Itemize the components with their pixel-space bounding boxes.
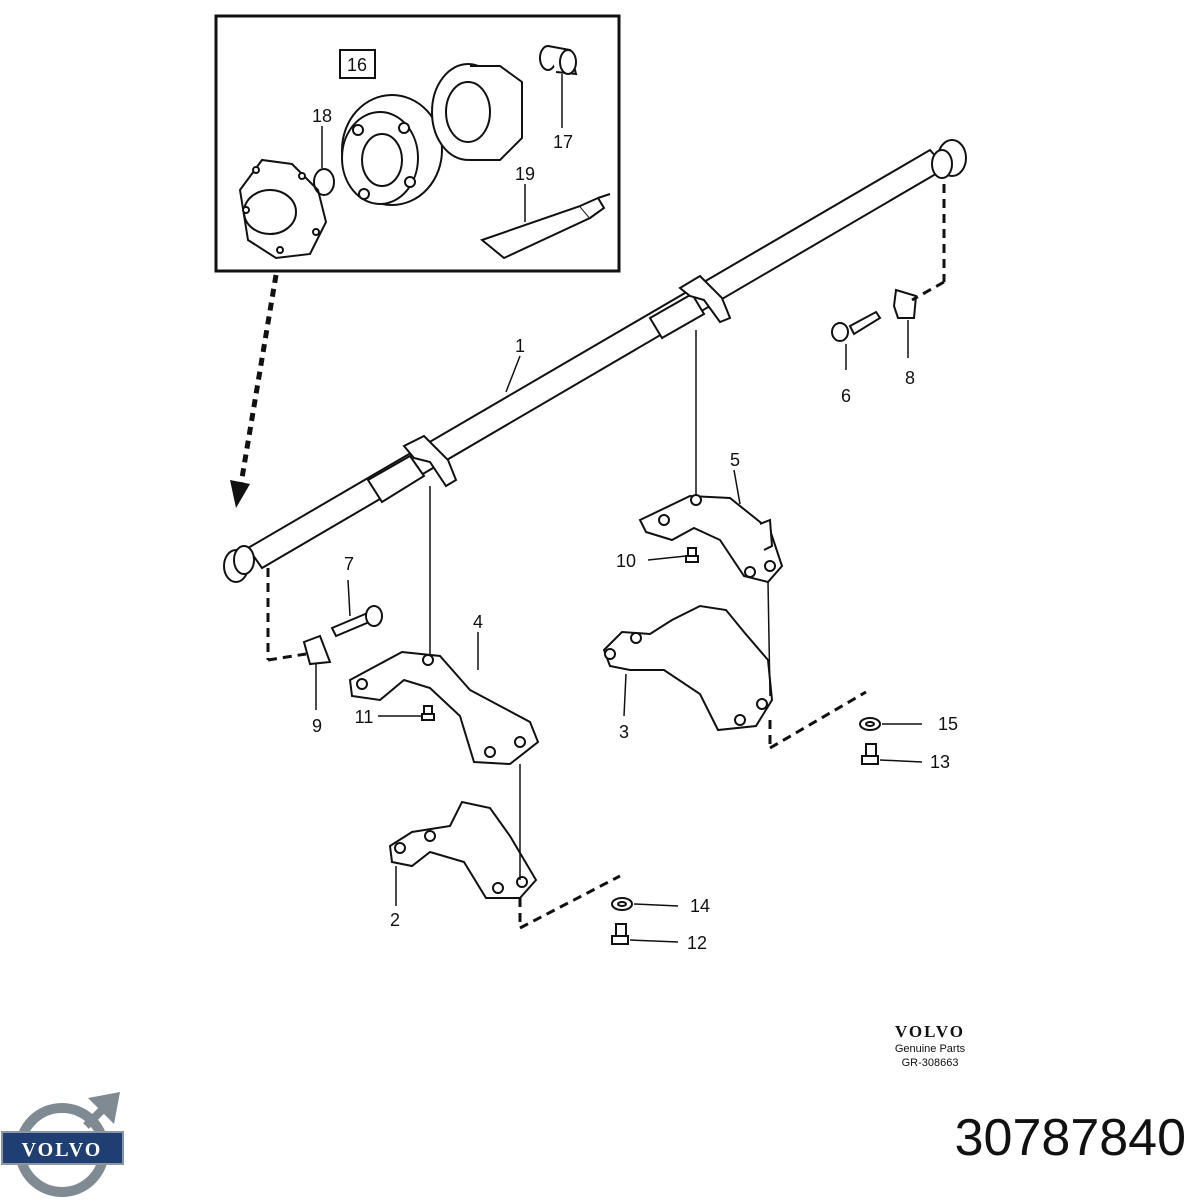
washer-14-part xyxy=(611,897,633,911)
volvo-logo: VOLVO xyxy=(1,1092,124,1197)
label-10: 10 xyxy=(616,551,636,571)
leader-lines xyxy=(315,320,923,943)
bolt-7-part xyxy=(330,605,383,638)
label-7: 7 xyxy=(344,554,354,574)
label-4: 4 xyxy=(473,612,483,632)
label-3: 3 xyxy=(619,722,629,742)
callout-labels: 1 5 6 8 7 10 4 9 11 3 15 13 2 14 12 xyxy=(312,336,958,953)
bracket-clip-9-part xyxy=(302,634,332,666)
label-11: 11 xyxy=(355,707,374,727)
bracket-2-part xyxy=(388,800,538,899)
label-8: 8 xyxy=(905,368,915,388)
inset-pointer-arrow xyxy=(230,274,279,508)
washer-15-part xyxy=(859,717,881,731)
grease-tube-part xyxy=(479,193,611,260)
label-6: 6 xyxy=(841,386,851,406)
label-19: 19 xyxy=(515,164,535,184)
part-number: 30787840 xyxy=(954,1109,1186,1167)
label-2: 2 xyxy=(390,910,400,930)
propeller-shaft-part xyxy=(223,139,967,583)
label-14: 14 xyxy=(690,896,710,916)
boxed-label-frame xyxy=(339,49,376,79)
sleeve-part xyxy=(539,45,578,76)
bolt-11-part xyxy=(421,705,435,721)
label-18: 18 xyxy=(312,106,332,126)
label-13: 13 xyxy=(930,752,950,772)
bracket-3-part xyxy=(602,604,774,732)
bolt-6-part xyxy=(831,310,882,342)
bolt-13-part xyxy=(861,743,879,765)
logo-wordmark: VOLVO xyxy=(22,1139,103,1161)
bracket-clip-8-part xyxy=(892,288,918,319)
label-1: 1 xyxy=(515,336,525,356)
label-9: 9 xyxy=(312,716,322,736)
cv-joint-part xyxy=(341,94,443,206)
label-15: 15 xyxy=(938,714,958,734)
flange-plate-part xyxy=(238,158,328,260)
bolt-12-part xyxy=(611,923,629,945)
label-5: 5 xyxy=(730,450,740,470)
bracket-4-part xyxy=(348,650,540,766)
bracket-5-part xyxy=(638,494,784,584)
dashed-assembly-lines xyxy=(266,184,946,930)
snap-ring-part xyxy=(313,168,335,196)
diagram-reference: GR-308663 xyxy=(901,1057,959,1069)
label-16: 16 xyxy=(347,55,367,75)
brand-wordmark: VOLVO xyxy=(894,1022,966,1041)
detail-inset: 16 xyxy=(214,14,621,273)
genuine-parts-text: Genuine Parts xyxy=(894,1043,966,1055)
label-17: 17 xyxy=(553,132,573,152)
label-12: 12 xyxy=(687,933,707,953)
bolt-10-part xyxy=(685,547,699,563)
boot-flange-part xyxy=(431,63,523,161)
genuine-parts-caption: VOLVO Genuine Parts GR-308663 xyxy=(870,1022,990,1070)
